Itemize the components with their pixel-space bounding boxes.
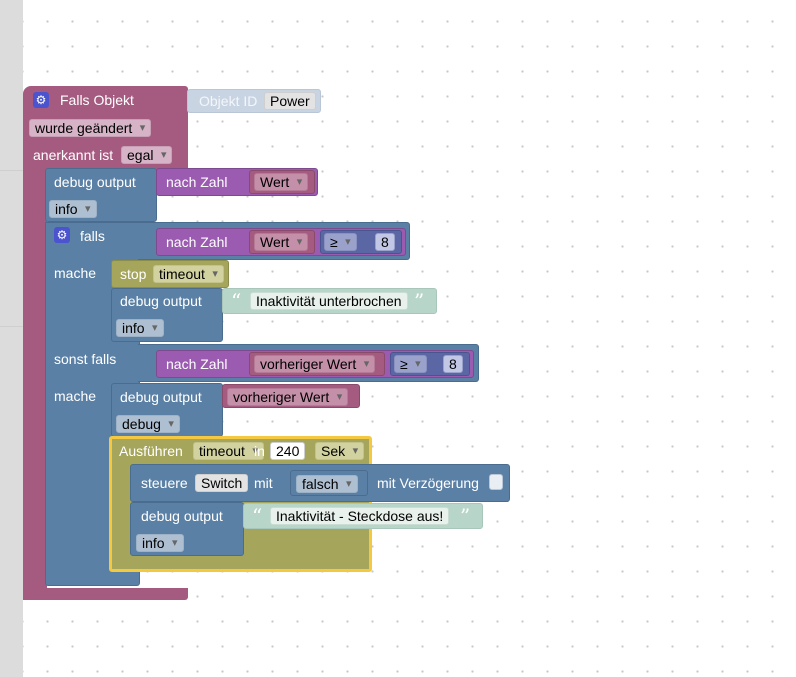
if-label: falls xyxy=(80,228,105,244)
close-quote-icon: ” xyxy=(460,504,471,528)
debug-output-label: debug output xyxy=(141,508,223,524)
operator-dropdown[interactable]: ≥ xyxy=(324,233,357,251)
value-dropdown[interactable]: falsch xyxy=(296,475,358,493)
stop-label: stop xyxy=(120,266,147,282)
debug-output-label: debug output xyxy=(120,293,202,309)
variable-dropdown[interactable]: vorheriger Wert xyxy=(254,355,376,373)
debug-level-dropdown[interactable]: debug xyxy=(116,415,180,433)
debug-level-dropdown[interactable]: info xyxy=(49,200,97,218)
text-field[interactable]: Inaktivität unterbrochen xyxy=(250,292,408,310)
debug-output-label: debug output xyxy=(54,174,136,190)
trigger-label: Falls Objekt xyxy=(60,92,134,108)
debug-level-dropdown[interactable]: info xyxy=(116,319,164,337)
to-number-label: nach Zahl xyxy=(166,234,228,250)
object-id-value[interactable]: Power xyxy=(264,92,316,110)
open-quote-icon: “ xyxy=(252,504,263,528)
to-number-label: nach Zahl xyxy=(166,356,228,372)
do-label: mache xyxy=(54,388,97,404)
trigger-block-bottom xyxy=(23,588,188,600)
delay-checkbox[interactable] xyxy=(489,474,503,490)
close-quote-icon: ” xyxy=(414,289,425,313)
debug-level-dropdown[interactable]: info xyxy=(136,534,184,552)
to-number-label: nach Zahl xyxy=(166,174,228,190)
gear-icon[interactable]: ⚙ xyxy=(33,92,49,108)
control-target-field[interactable]: Switch xyxy=(195,474,249,492)
timer-dropdown[interactable]: timeout xyxy=(153,265,224,283)
with-label: mit xyxy=(254,475,273,491)
delay-label: mit Verzögerung xyxy=(377,475,479,491)
toolbox-divider xyxy=(0,326,23,327)
timeout-label: Ausführen xyxy=(119,443,183,459)
number-field[interactable]: 8 xyxy=(375,233,395,251)
in-label: in xyxy=(254,443,265,459)
toolbox-strip xyxy=(0,0,23,677)
variable-dropdown[interactable]: vorheriger Wert xyxy=(227,388,349,406)
debug-output-label: debug output xyxy=(120,389,202,405)
operator-dropdown[interactable]: ≥ xyxy=(394,355,427,373)
trigger-block-spine xyxy=(23,168,47,600)
gear-icon[interactable]: ⚙ xyxy=(54,227,70,243)
variable-dropdown[interactable]: Wert xyxy=(254,233,309,251)
toolbox-divider xyxy=(0,170,23,171)
event-dropdown[interactable]: wurde geändert xyxy=(29,119,152,137)
open-quote-icon: “ xyxy=(231,289,242,313)
delay-field[interactable]: 240 xyxy=(270,442,306,460)
variable-dropdown[interactable]: Wert xyxy=(254,173,309,191)
ack-dropdown[interactable]: egal xyxy=(121,146,173,164)
control-label: steuere xyxy=(141,475,188,491)
number-field[interactable]: 8 xyxy=(443,355,463,373)
ack-label: anerkannt ist xyxy=(33,147,114,163)
text-field[interactable]: Inaktivität - Steckdose aus! xyxy=(270,507,450,525)
do-label: mache xyxy=(54,265,97,281)
timer-dropdown[interactable]: timeout xyxy=(193,442,264,460)
unit-dropdown[interactable]: Sek xyxy=(315,442,365,460)
else-if-label: sonst falls xyxy=(54,351,117,367)
object-id-label: Objekt ID xyxy=(199,93,258,109)
